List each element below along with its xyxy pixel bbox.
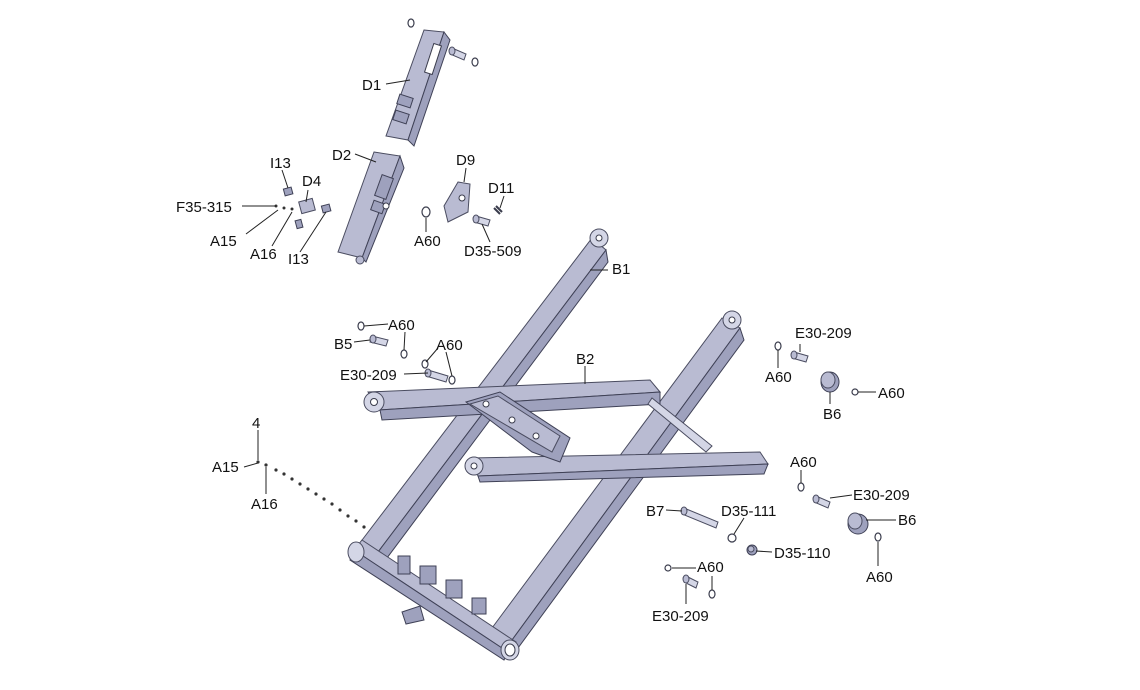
label-b7: B7 [646,503,664,520]
e30-209-pin-left [424,368,449,383]
label-a60-right-mid: A60 [790,454,817,471]
label-b6-top: B6 [823,406,841,423]
label-b6-bottom: B6 [898,512,916,529]
label-a16-top: A16 [250,246,277,263]
d11-spring [493,205,503,215]
label-d11: D11 [488,180,514,197]
d1-upper-bracket [385,29,451,147]
label-a60-right-bottom: A60 [866,569,893,586]
b6-roller-bottom [847,512,869,535]
e30-209-pin-right-top [790,350,809,363]
b2-crossbar-top [363,379,662,421]
label-e30-209-bottom: E30-209 [652,608,709,625]
center-hinge-block [464,391,571,463]
e30-209-pin-right-mid [812,494,831,509]
b2-crossbar-bottom [464,451,769,483]
cross-rod [647,397,713,453]
d9-plate [443,181,471,223]
label-a60-d9: A60 [414,233,441,250]
a60-ring-mid-1 [421,359,429,369]
label-a60-bottom: A60 [697,559,724,576]
label-e30-209-right-mid: E30-209 [853,487,910,504]
a60-ring-mid-2 [448,375,456,385]
e30-209-pin-bottom [682,574,699,589]
label-e30-209-left: E30-209 [340,367,397,384]
d1-top-ring [407,18,415,28]
d2-lower-bracket [337,151,405,265]
label-i13-top: I13 [270,155,291,172]
label-d2: D2 [332,147,351,164]
b6-roller-top [820,371,840,393]
label-d35-111: D35-111 [721,503,776,520]
label-i13-bottom: I13 [288,251,309,268]
base-tube [347,539,520,661]
label-a15-left: A15 [212,459,239,476]
i13-bottom-part [294,203,332,230]
a60-ring-right-top-right [851,388,859,396]
label-d35-509: D35-509 [464,243,522,260]
label-d9: D9 [456,152,475,169]
b7-bolt [680,506,719,529]
a60-ring-b5-top [357,321,365,331]
i13-top-part [282,186,294,197]
label-a60-mid: A60 [436,337,463,354]
label-b1: B1 [612,261,630,278]
d35-111-washer [727,533,737,543]
a60-ring-bottom-left [664,564,672,572]
label-a16-left: A16 [251,496,278,513]
label-d35-110: D35-110 [774,545,830,562]
label-a15-top: A15 [210,233,237,250]
label-b5: B5 [334,336,352,353]
label-a60-right-top-left: A60 [765,369,792,386]
a60-ring-right-bottom [874,532,882,542]
d35-110-nut [746,544,758,556]
d4-small-block [298,197,316,215]
leader-lines [242,79,896,604]
label-e30-209-right-top: E30-209 [795,325,852,342]
label-number-4: 4 [252,415,260,432]
a60-ring-b5-bottom [400,349,408,359]
d1-pin [448,46,479,67]
label-d1: D1 [362,77,381,94]
a60-ring-right-mid [797,482,805,492]
label-a60-b5-top: A60 [388,317,415,334]
label-f35-315: F35-315 [176,199,232,216]
b5-pin [369,334,389,347]
label-d4: D4 [302,173,321,190]
screw-chain [256,460,366,529]
d35-509-pin [472,214,491,227]
label-a60-right-top-right: A60 [878,385,905,402]
a60-ring-right-top-left [774,341,782,351]
a60-ring-bottom-right [708,589,716,599]
label-b2: B2 [576,351,594,368]
d9-ring [421,206,431,218]
small-bolts-top [274,204,294,211]
